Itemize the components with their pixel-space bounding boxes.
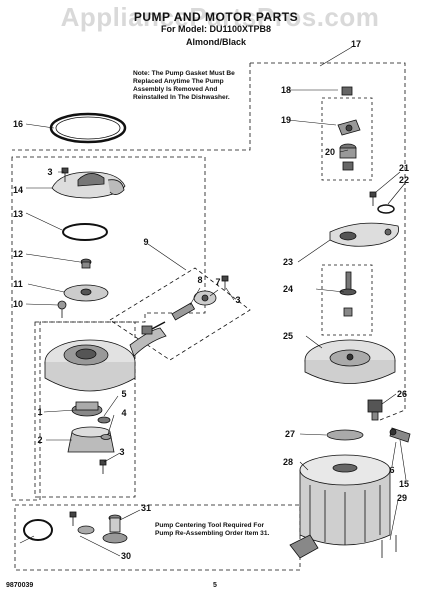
diverter-part-19 (337, 119, 361, 136)
callout-number: 16 (12, 119, 24, 129)
callout-number: 20 (324, 147, 336, 157)
model-subtitle: For Model: DU1100XTPB8 (160, 24, 272, 34)
impeller-part (71, 401, 103, 417)
group-outline-sensor (109, 267, 251, 361)
document-code: 9870039 (6, 582, 34, 589)
color-subtitle: Almond/Black (185, 37, 246, 47)
callout-number: 23 (282, 257, 294, 267)
watermark-text: AppliancePartsPros.com (60, 2, 380, 32)
callout-number: 27 (284, 429, 296, 439)
chopper-disc-part (63, 284, 109, 302)
callout-number: 3 (119, 447, 125, 457)
callout-number: 13 (12, 209, 24, 219)
callout-number: 25 (282, 331, 294, 341)
callout-number: 24 (282, 284, 294, 294)
screw-part-3-bottom (99, 459, 107, 474)
sensor-switch-part-6 (389, 427, 411, 443)
callout-number: 3 (235, 295, 241, 305)
gasket-part-30 (23, 519, 53, 541)
callout-number: 30 (120, 551, 132, 561)
leader-lines (19, 46, 407, 557)
callout-number: 2 (37, 435, 43, 445)
motor-mount-part-25 (304, 339, 396, 384)
callout-number: 12 (12, 249, 24, 259)
callout-number: 31 (140, 503, 152, 513)
callout-number: 7 (215, 277, 221, 287)
screw-part-30 (69, 511, 77, 526)
gasket-note: Note: The Pump Gasket Must Be Replaced A… (133, 70, 235, 101)
pump-housing-part (44, 327, 167, 392)
group-outline-diverter (321, 97, 373, 181)
page-number: 5 (213, 582, 217, 589)
callout-number: 1 (37, 407, 43, 417)
shaft-part-24 (339, 271, 357, 317)
callout-number: 3 (47, 167, 53, 177)
group-outline-impeller (34, 321, 136, 498)
centering-tool-note: Pump Centering Tool Required For Pump Re… (155, 522, 270, 537)
callout-number: 28 (282, 457, 294, 467)
screw-part-21 (369, 191, 377, 206)
callout-number: 15 (398, 479, 410, 489)
callout-number: 17 (350, 39, 362, 49)
screw-part-3-right (221, 275, 229, 290)
callout-number: 9 (143, 237, 149, 247)
group-outline-main (12, 62, 406, 421)
callout-number: 26 (396, 389, 408, 399)
group-outline-centering (14, 504, 301, 571)
callout-number: 5 (121, 389, 127, 399)
screw-part-3-top (61, 167, 69, 182)
diverter-housing-part-20 (339, 143, 357, 171)
gasket-part-27 (326, 429, 364, 441)
callout-number: 4 (121, 408, 127, 418)
sensor-part (141, 290, 217, 335)
callout-number: 6 (389, 465, 395, 475)
nut-part (80, 258, 92, 269)
callout-number: 22 (398, 175, 410, 185)
group-outline-shaft (321, 264, 373, 336)
pump-gasket-part (49, 112, 127, 144)
screw-part-10 (57, 300, 67, 318)
mounting-plate-part-23 (329, 222, 399, 247)
centering-tool-part-31 (102, 514, 128, 544)
seal-ring-part (62, 223, 108, 241)
screws-part-29 (381, 535, 397, 558)
callout-number: 14 (12, 185, 24, 195)
page-title: PUMP AND MOTOR PARTS (133, 10, 299, 24)
callout-number: 11 (13, 279, 23, 289)
pump-cover-part (51, 171, 126, 199)
washer-part-30 (77, 525, 95, 535)
callout-number: 21 (398, 163, 410, 173)
pump-base-part (67, 426, 115, 453)
callout-number: 18 (280, 85, 292, 95)
callout-number: 29 (396, 493, 408, 503)
callout-number: 19 (280, 115, 292, 125)
callout-number: 8 (197, 275, 203, 285)
o-ring-part-5 (97, 416, 111, 424)
callout-number: 10 (12, 299, 24, 309)
washer-part-4 (100, 434, 112, 440)
motor-part-28 (289, 454, 391, 559)
group-outline-left (11, 156, 206, 501)
o-ring-part-22 (377, 204, 395, 214)
capacitor-part-26 (367, 399, 383, 421)
cap-part-18 (341, 86, 353, 96)
